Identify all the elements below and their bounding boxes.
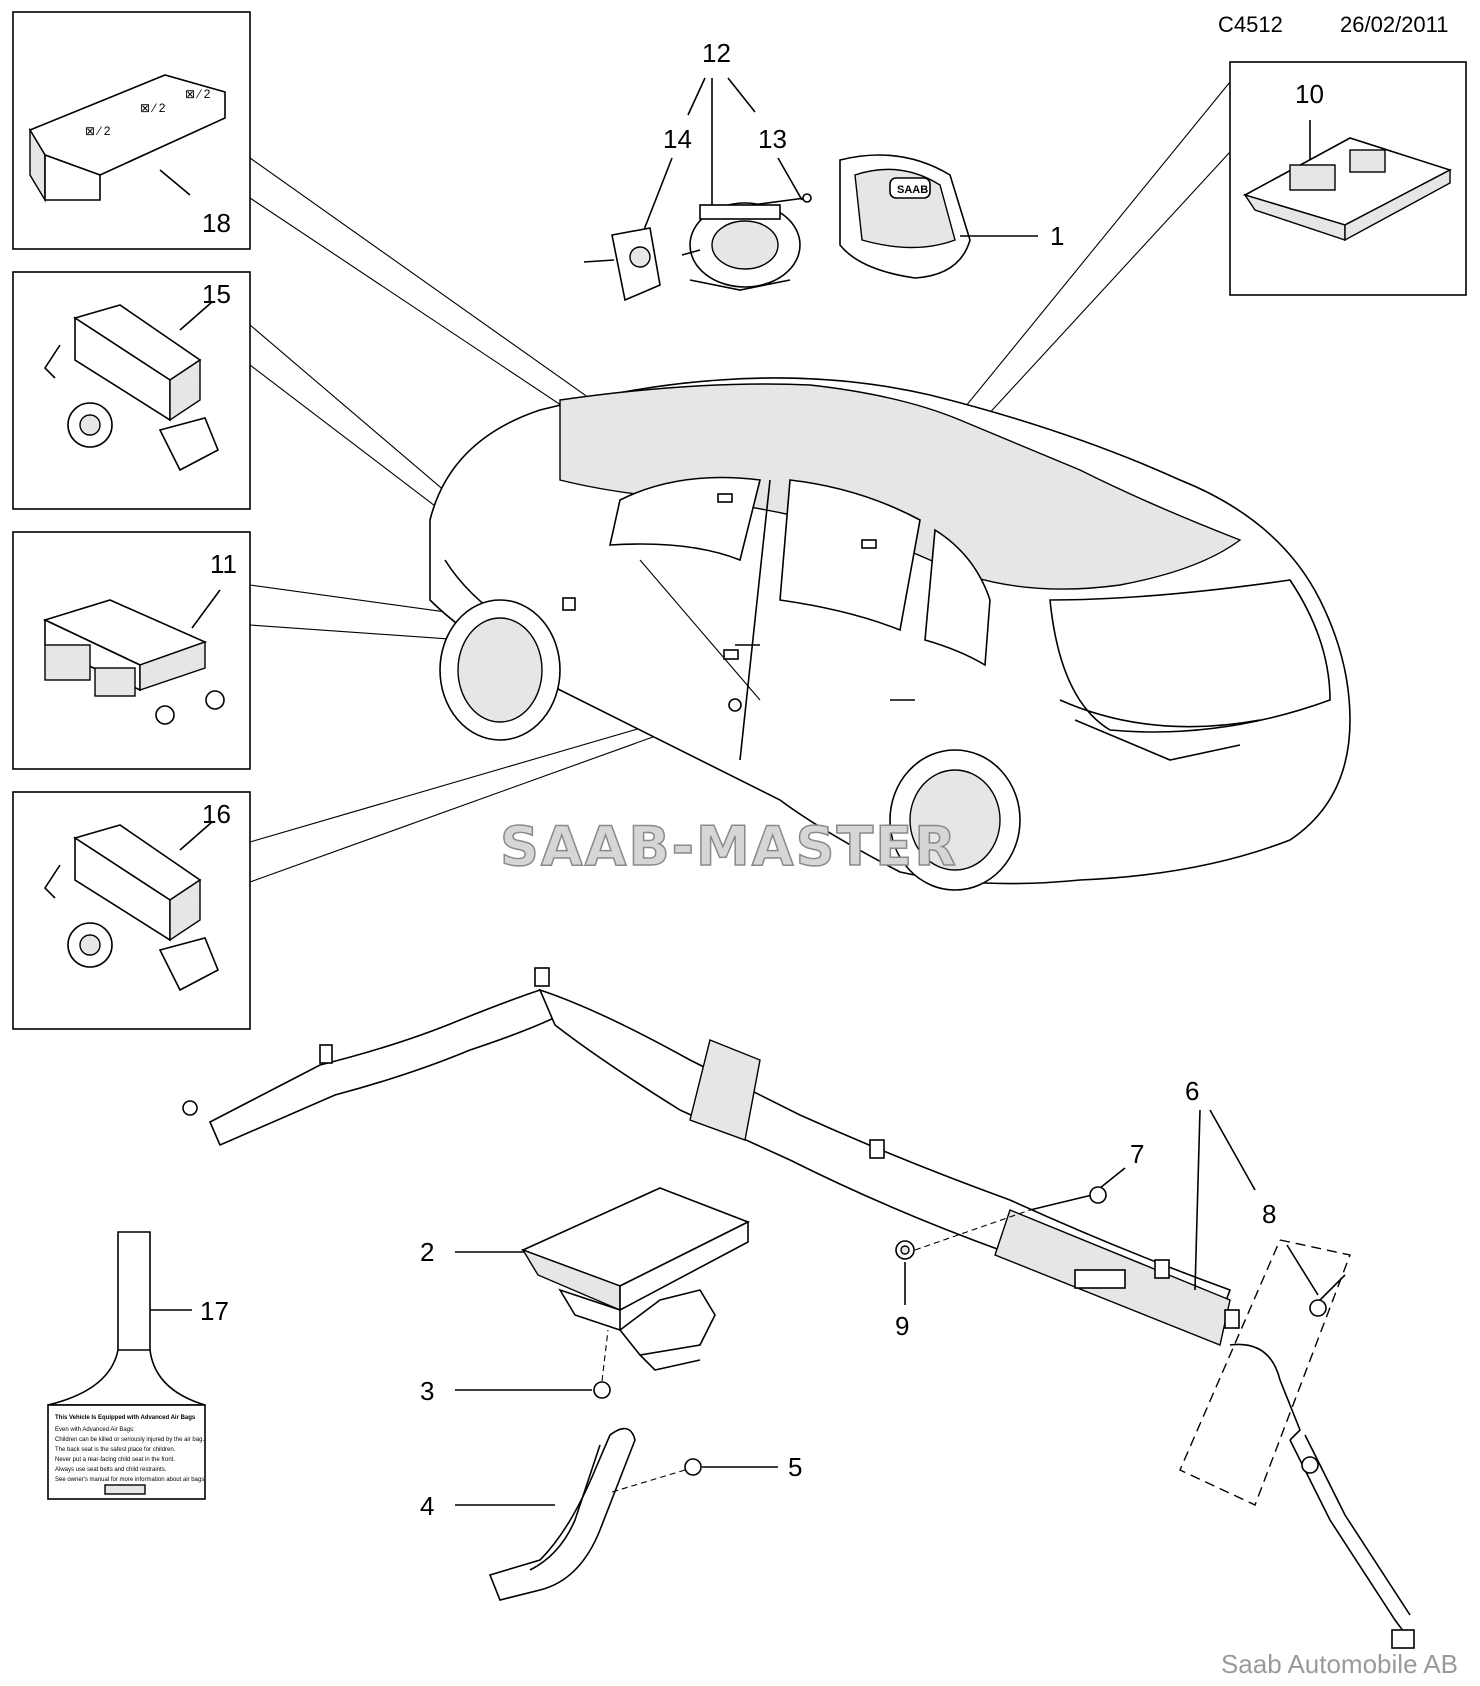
- passenger-airbag-nut: [593, 1329, 611, 1399]
- diagram-code: C4512: [1218, 12, 1283, 37]
- callout-8: 8: [1262, 1199, 1276, 1229]
- indicator-symbol-3: ⊠ ⁄ 2: [185, 87, 211, 101]
- passenger-airbag: [520, 1187, 750, 1371]
- callout-15: 15: [202, 279, 231, 309]
- airbag-logo: SAAB: [897, 184, 928, 196]
- callout-17: 17: [200, 1296, 229, 1326]
- steering-angle-sensor: [611, 227, 661, 302]
- rear-wheel: [889, 749, 1021, 891]
- callout-10: 10: [1295, 79, 1324, 109]
- company-footer: Saab Automobile AB: [1220, 1649, 1458, 1679]
- callout-12: 12: [702, 38, 731, 68]
- sensor-locations: [562, 493, 877, 712]
- callout-14: 14: [663, 124, 692, 154]
- knee-airbag-nut: [611, 1458, 702, 1493]
- front-wheel: [439, 599, 561, 741]
- callout-7: 7: [1130, 1139, 1144, 1169]
- inset-box-15: 15: [12, 271, 251, 510]
- callout-2: 2: [420, 1237, 434, 1267]
- airbag-control-module: [42, 599, 225, 725]
- callout-4: 4: [420, 1491, 434, 1521]
- inset-box-18: ⊠ ⁄ 2 ⊠ ⁄ 2 ⊠ ⁄ 2 18: [12, 11, 251, 250]
- warning-label-line: Never put a rear-facing child seat in th…: [55, 1457, 175, 1463]
- warning-label-line: The back seat is the safest place for ch…: [55, 1447, 176, 1453]
- callout-6: 6: [1185, 1076, 1199, 1106]
- curtain-airbag: [182, 967, 1415, 1649]
- callout-18: 18: [202, 208, 231, 238]
- curtain-bolt-8: [1309, 1274, 1346, 1317]
- warning-label-heading: This Vehicle Is Equipped with Advanced A…: [55, 1415, 196, 1421]
- indicator-symbol-2: ⊠ ⁄ 2: [140, 101, 166, 115]
- inset-box-10: 10: [1229, 61, 1467, 296]
- callout-3: 3: [420, 1376, 434, 1406]
- inset-box-11: 11: [12, 531, 251, 770]
- callout-13: 13: [758, 124, 787, 154]
- callout-1: 1: [1050, 221, 1064, 251]
- impact-sensor-15: [43, 304, 220, 472]
- inset-box-16: 16: [12, 791, 251, 1030]
- callout-16: 16: [202, 799, 231, 829]
- airbag-warning-label: This Vehicle Is Equipped with Advanced A…: [47, 1231, 206, 1500]
- knee-airbag: [488, 1427, 636, 1601]
- curtain-nut-9: [895, 1209, 1031, 1260]
- callout-11: 11: [210, 549, 237, 579]
- warning-label-line: See owner's manual for more information …: [55, 1477, 206, 1483]
- warning-label-line: Even with Advanced Air Bags:: [55, 1427, 135, 1433]
- curtain-callouts: 6 7 8 9: [895, 1076, 1346, 1341]
- watermark-text: SAAB-MASTER: [500, 815, 958, 878]
- clock-spring-screw: [751, 193, 812, 206]
- callout-9: 9: [895, 1311, 909, 1341]
- vehicle-outline: [429, 377, 1351, 891]
- gas-generator-detail-outline: [1179, 1239, 1351, 1506]
- clock-spring: [689, 202, 801, 291]
- seat-occupancy-indicator-panel: ⊠ ⁄ 2 ⊠ ⁄ 2 ⊠ ⁄ 2: [28, 74, 226, 203]
- warning-label-line: Children can be killed or seriously inju…: [55, 1437, 204, 1443]
- impact-sensor-16: [43, 824, 220, 992]
- diagram-date: 26/02/2011: [1340, 12, 1449, 37]
- driver-airbag: SAAB: [839, 154, 971, 279]
- callout-5: 5: [788, 1452, 802, 1482]
- curtain-bolt-7: [1029, 1186, 1107, 1211]
- indicator-symbol-1: ⊠ ⁄ 2: [85, 124, 111, 138]
- steering-parts-group: 12 14 13 SAAB 1: [583, 38, 1064, 302]
- warning-label-line: Always use seat belts and child restrain…: [55, 1467, 167, 1473]
- passenger-airbag-off-indicator: [1242, 137, 1453, 242]
